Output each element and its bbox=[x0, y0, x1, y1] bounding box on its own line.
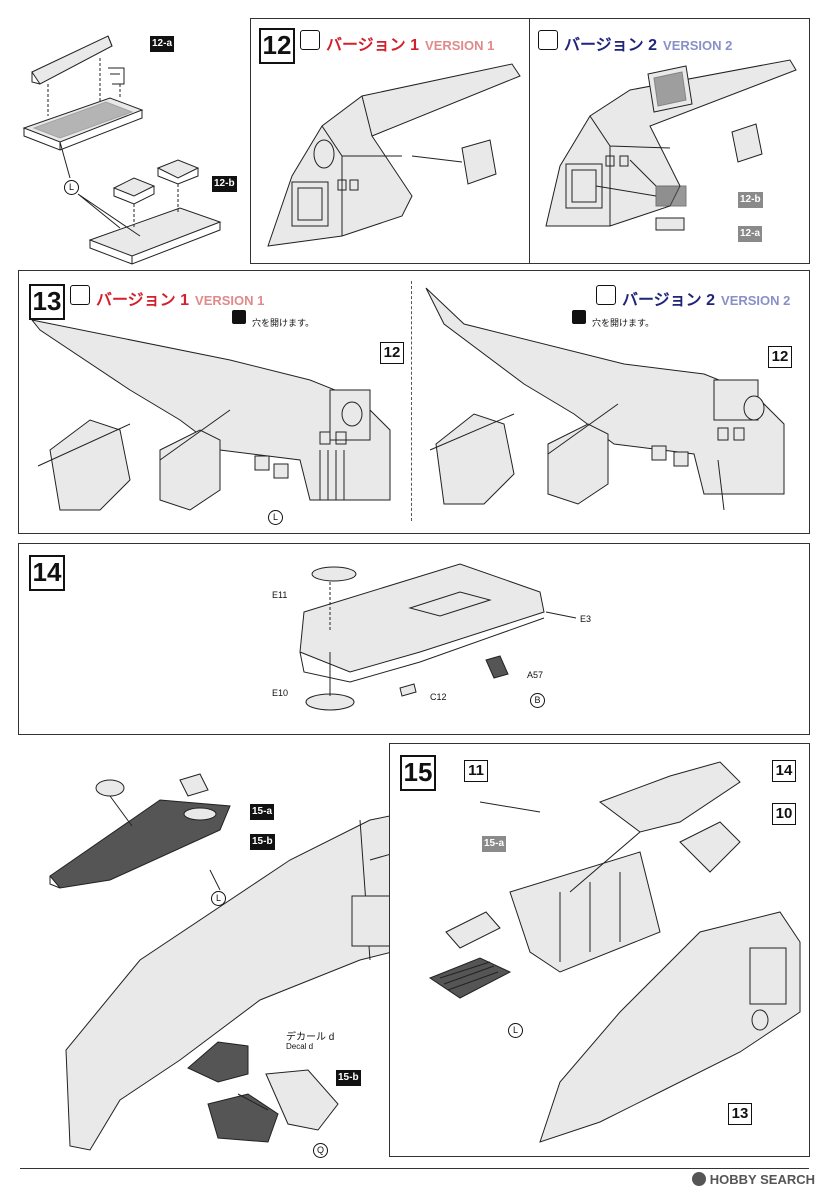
tag-12a-gray: 12-a bbox=[738, 226, 763, 242]
part-label-Q: Q bbox=[313, 1143, 328, 1158]
step-12-divider bbox=[529, 19, 530, 263]
decal-label-jp: デカール d bbox=[286, 1032, 335, 1043]
drill-note-v2: 穴を開けます。 bbox=[592, 318, 655, 328]
tag-15b: 15-b bbox=[250, 834, 275, 850]
step-15-number: 15 bbox=[400, 755, 436, 791]
drill-hole-icon bbox=[232, 310, 246, 324]
ref-step-10: 10 bbox=[772, 803, 796, 825]
step-13-version-1-title: バージョン 1 VERSION 1 bbox=[96, 286, 264, 310]
seat-bracket-drawing bbox=[22, 35, 222, 265]
version-1-en: VERSION 1 bbox=[425, 38, 495, 53]
tag-15a: 15-a bbox=[250, 804, 275, 820]
step-14-number: 14 bbox=[29, 555, 65, 591]
part-E11: E11 bbox=[272, 590, 288, 600]
paint-brush-icon bbox=[596, 285, 616, 305]
version-1-en: VERSION 1 bbox=[195, 293, 265, 308]
part-E3: E3 bbox=[580, 614, 592, 624]
tag-12b-gray: 12-b bbox=[738, 192, 763, 208]
step-12-version-2-title: バージョン 2 VERSION 2 bbox=[564, 31, 732, 55]
part-label-L: L bbox=[64, 180, 79, 195]
step-12-number: 12 bbox=[259, 28, 295, 64]
step-15-assembly-drawing bbox=[428, 761, 801, 1143]
decal-label-en: Decal d bbox=[286, 1042, 314, 1051]
tag-15a-gray: 15-a bbox=[482, 836, 507, 852]
part-C12: C12 bbox=[430, 692, 447, 702]
ref-step-12-v2: 12 bbox=[768, 346, 792, 368]
part-label-L: L bbox=[211, 891, 226, 906]
drill-note-v1: 穴を開けます。 bbox=[252, 318, 315, 328]
step-13-divider bbox=[411, 281, 413, 521]
drill-hole-icon bbox=[572, 310, 586, 324]
tag-12b: 12-b bbox=[212, 176, 237, 192]
cockpit-tub-drawing bbox=[187, 1041, 339, 1143]
paint-brush-icon bbox=[300, 30, 320, 50]
step-12-version-1-title: バージョン 1 VERSION 1 bbox=[326, 31, 494, 55]
tag-12a: 12-a bbox=[150, 36, 175, 52]
floor-subassembly-drawing bbox=[49, 773, 231, 891]
part-label-L: L bbox=[268, 510, 283, 525]
step-14-drawing bbox=[299, 563, 577, 711]
ref-step-11: 11 bbox=[464, 760, 488, 782]
ref-step-13: 13 bbox=[728, 1103, 752, 1125]
version-2-jp: バージョン 2 bbox=[622, 292, 716, 309]
part-label-L: L bbox=[508, 1023, 523, 1038]
paint-brush-icon bbox=[538, 30, 558, 50]
version-1-jp: バージョン 1 bbox=[326, 37, 420, 54]
ref-step-14: 14 bbox=[772, 760, 796, 782]
footer-brand: HOBBY SEARCH bbox=[709, 1172, 815, 1187]
version-2-jp: バージョン 2 bbox=[564, 37, 658, 54]
step-13-number: 13 bbox=[29, 284, 65, 320]
step-13-v2-drawing bbox=[425, 287, 785, 511]
ref-step-12-v1: 12 bbox=[380, 342, 404, 364]
footer-rule bbox=[20, 1168, 809, 1169]
hobby-search-logo-icon bbox=[691, 1172, 706, 1186]
part-E10: E10 bbox=[272, 688, 289, 698]
footer-watermark: HOBBY SEARCH bbox=[691, 1172, 815, 1187]
part-A57: A57 bbox=[527, 670, 544, 680]
step-13-version-2-title: バージョン 2 VERSION 2 bbox=[622, 286, 790, 310]
version-2-en: VERSION 2 bbox=[721, 293, 791, 308]
step-12-v2-fuselage-drawing bbox=[545, 59, 797, 231]
version-1-jp: バージョン 1 bbox=[96, 292, 190, 309]
step-13-v1-drawing bbox=[30, 319, 391, 511]
step-12-v1-fuselage-drawing bbox=[267, 63, 521, 247]
part-label-B: B bbox=[530, 693, 545, 708]
tag-15b-decal: 15-b bbox=[336, 1070, 361, 1086]
paint-brush-icon bbox=[70, 285, 90, 305]
version-2-en: VERSION 2 bbox=[663, 38, 733, 53]
